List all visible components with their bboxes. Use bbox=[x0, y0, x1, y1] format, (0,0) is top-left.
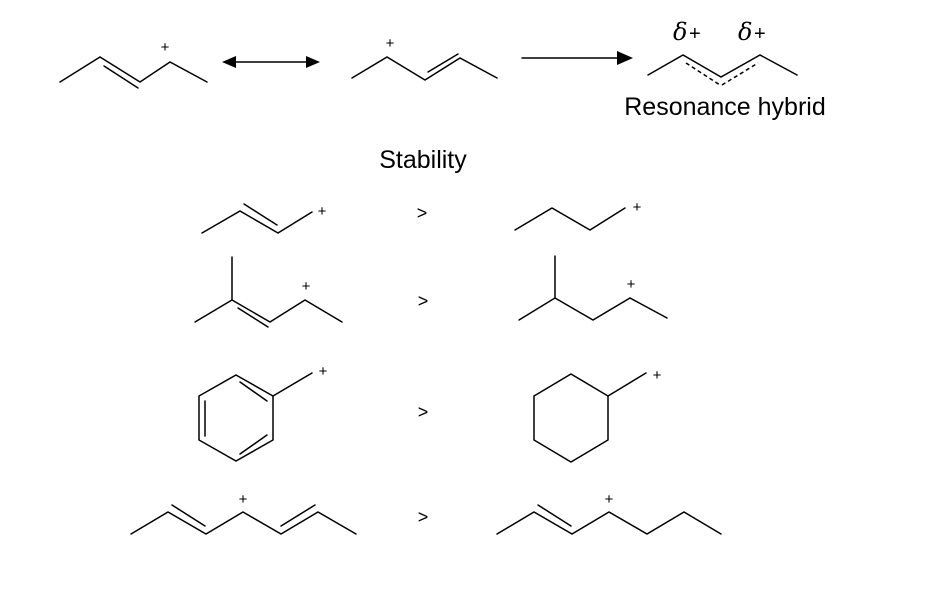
greater-than-symbol: > bbox=[418, 402, 429, 422]
primary-alkyl-cation: + bbox=[514, 199, 642, 231]
charge-label: + bbox=[318, 203, 327, 220]
greater-than-symbol: > bbox=[417, 203, 428, 223]
cyclohexylmethyl-cation: + bbox=[533, 367, 662, 463]
charge-label: + bbox=[653, 367, 662, 384]
reaction-arrow bbox=[521, 51, 633, 65]
allylic-cation-ethyl: + bbox=[496, 491, 722, 535]
stability-heading: Stability bbox=[379, 146, 467, 174]
greater-than-symbol: > bbox=[418, 507, 429, 527]
charge-label: + bbox=[689, 23, 701, 45]
charge-label: + bbox=[319, 363, 328, 380]
charge-label: + bbox=[605, 491, 614, 508]
resonance-hybrid: δ + δ + bbox=[647, 18, 798, 86]
delta-label: δ bbox=[738, 18, 752, 46]
benzylic-cation: + bbox=[198, 363, 328, 462]
charge-label: + bbox=[239, 491, 248, 508]
resonance-structure-1: + bbox=[59, 39, 208, 89]
resonance-double-arrow bbox=[222, 56, 320, 68]
resonance-structure-2: + bbox=[351, 35, 498, 81]
charge-label: + bbox=[302, 278, 311, 295]
charge-label: + bbox=[754, 23, 766, 45]
charge-label: + bbox=[161, 39, 170, 56]
substituted-allylic-cation: + bbox=[194, 256, 343, 328]
delta-label: δ bbox=[673, 18, 687, 46]
pentadienyl-cation: + bbox=[130, 491, 357, 535]
charge-label: + bbox=[386, 35, 395, 52]
charge-label: + bbox=[627, 276, 636, 293]
allylic-cation: + bbox=[201, 203, 327, 234]
resonance-hybrid-label: Resonance hybrid bbox=[624, 93, 826, 121]
secondary-alkyl-cation: + bbox=[518, 255, 668, 321]
charge-label: + bbox=[633, 199, 642, 216]
greater-than-symbol: > bbox=[418, 291, 429, 311]
